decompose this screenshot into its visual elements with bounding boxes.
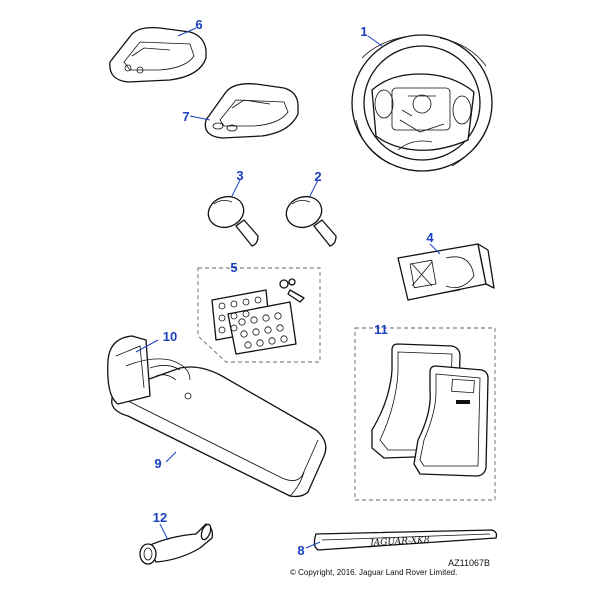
callout-6: 6 [195, 17, 202, 32]
part-11-floor-mats [354, 327, 496, 501]
callout-1: 1 [360, 24, 367, 39]
part-12-grip [139, 523, 214, 565]
callout-11: 11 [374, 322, 388, 337]
part-8-sill-plate: JAGUAR-XK8 [313, 529, 498, 551]
callout-7: 7 [182, 109, 189, 124]
part-4-bracket [397, 243, 495, 301]
part-9-armrest [107, 335, 327, 498]
sill-plate-text: JAGUAR-XK8 [368, 535, 430, 548]
callout-3: 3 [236, 168, 243, 183]
callout-4: 4 [426, 230, 434, 245]
callout-10: 10 [163, 329, 177, 344]
callout-5: 5 [230, 260, 237, 275]
copyright: © Copyright, 2016. Jaguar Land Rover Lim… [290, 568, 457, 577]
part-1-steering-wheel [351, 34, 493, 172]
part-6-gear-surround [109, 26, 207, 83]
part-5-pedal-kit [197, 267, 321, 363]
part-3-gear-knob [207, 195, 259, 247]
reference-code: AZ11067B [448, 558, 490, 568]
callout-8: 8 [297, 543, 304, 558]
part-2-gear-knob [285, 195, 337, 247]
callout-2: 2 [314, 169, 321, 184]
callout-9: 9 [154, 456, 161, 471]
part-7-gear-surround [204, 83, 299, 139]
callout-12: 12 [153, 510, 167, 525]
leader-lines [135, 27, 441, 549]
